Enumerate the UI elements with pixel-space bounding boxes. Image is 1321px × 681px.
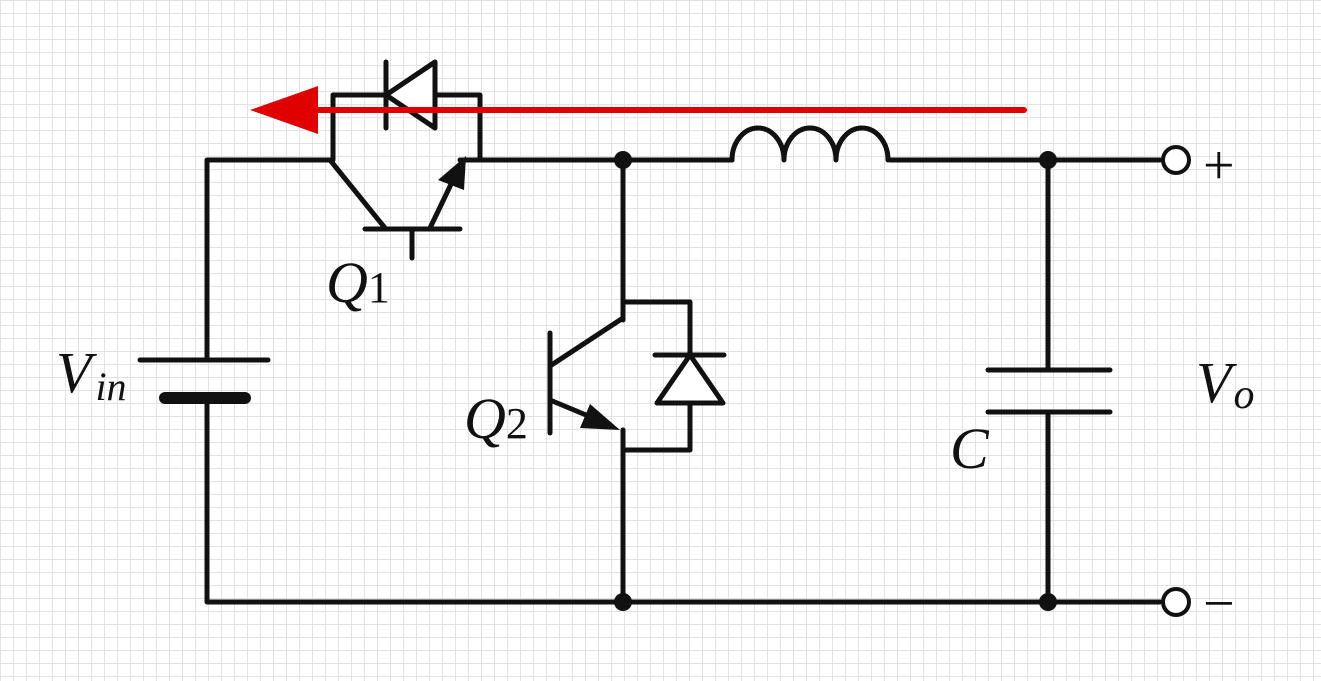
q2-label: Q2 xyxy=(464,386,528,451)
capacitor-symbol xyxy=(985,367,1113,415)
capacitor-label: C xyxy=(950,416,990,481)
vin-battery-symbol xyxy=(137,357,271,404)
junction-dots xyxy=(614,151,1057,611)
q1-transistor-symbol xyxy=(327,156,466,261)
minus-sign: − xyxy=(1203,573,1235,635)
q2-transistor-symbol xyxy=(547,315,626,436)
output-terminal-negative xyxy=(1161,587,1191,617)
q2-antiparallel-diode xyxy=(620,299,727,453)
vo-label: Vo xyxy=(1196,350,1254,418)
circuit-wires xyxy=(204,157,1163,605)
q1-label: Q1 xyxy=(326,250,390,315)
left-rail-wire xyxy=(204,157,333,363)
left-lower-wire xyxy=(204,395,1163,605)
output-terminal-positive xyxy=(1161,145,1191,175)
plus-sign: + xyxy=(1203,135,1235,197)
current-flow-arrow xyxy=(250,86,1027,134)
inductor-symbol xyxy=(729,125,891,163)
